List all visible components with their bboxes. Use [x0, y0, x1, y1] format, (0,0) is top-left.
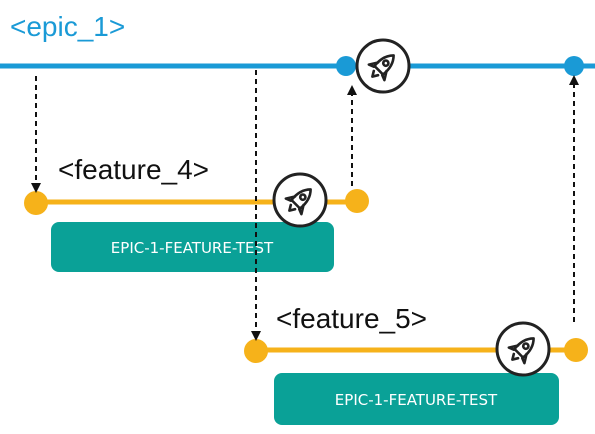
- feature-5-tag-label: EPIC-1-FEATURE-TEST: [335, 391, 498, 409]
- rocket-icon: [495, 321, 551, 377]
- feature-4-tag: [51, 222, 334, 272]
- epic-merge-commit-2: [564, 56, 584, 76]
- feature-5-end-commit: [564, 338, 588, 362]
- feature-4-label: <feature_4>: [58, 154, 209, 185]
- feature-5-label: <feature_5>: [276, 303, 427, 334]
- epic-merge-commit-1: [336, 56, 356, 76]
- rocket-icon: [355, 38, 411, 94]
- feature-4-start-commit: [24, 191, 48, 215]
- feature-4-end-commit: [345, 189, 369, 213]
- rocket-icon: [272, 172, 328, 228]
- feature-5-start-commit: [244, 339, 268, 363]
- feature-5-tag: [274, 373, 559, 425]
- epic-label: <epic_1>: [10, 11, 125, 42]
- feature-4-tag-label: EPIC-1-FEATURE-TEST: [111, 239, 274, 257]
